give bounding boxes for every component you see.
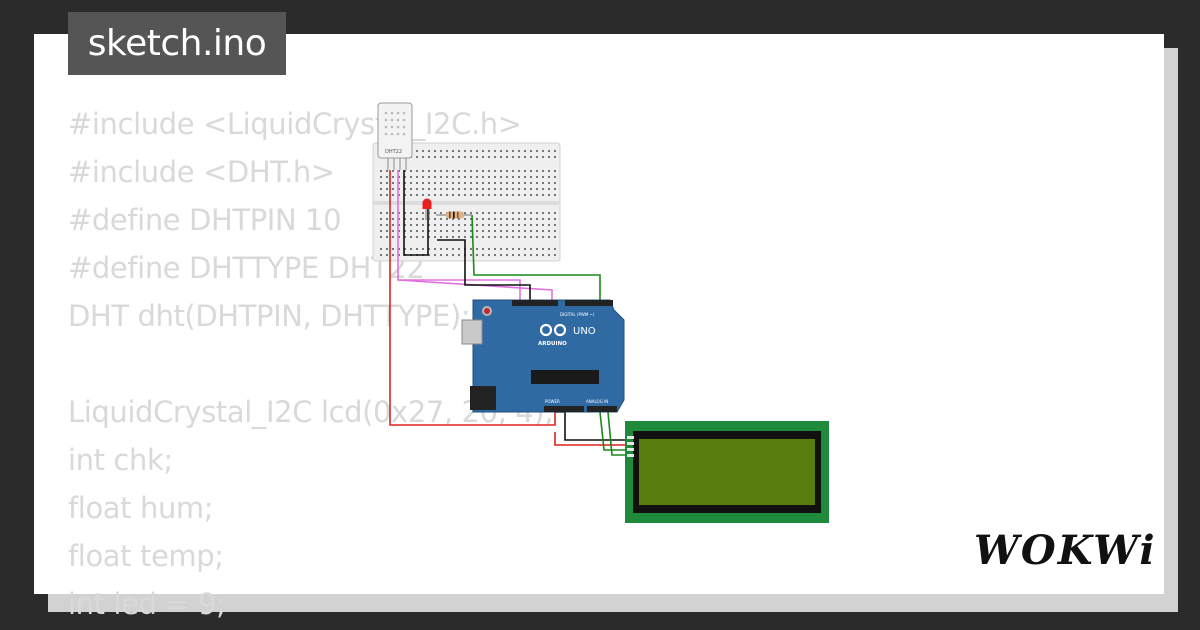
code-line: #define DHTTYPE DHT22 xyxy=(68,251,425,285)
code-line: float hum; xyxy=(68,491,214,525)
breadboard xyxy=(372,142,561,262)
power-jack xyxy=(470,386,496,410)
wires xyxy=(389,170,625,456)
code-line: DHT dht(DHTPIN, DHTTYPE); xyxy=(68,299,471,333)
code-line: #define DHTPIN 10 xyxy=(68,203,342,237)
board-brand: UNO xyxy=(573,326,596,337)
wire-black-gnd xyxy=(403,170,429,256)
wire-green xyxy=(471,214,601,300)
code-line: int led = 9; xyxy=(68,587,226,621)
file-title: sketch.ino xyxy=(68,12,286,75)
lcd-display xyxy=(625,421,829,523)
resistor xyxy=(436,211,472,219)
microcontroller-chip xyxy=(531,370,599,384)
sensor-label: DHT22 xyxy=(385,149,402,155)
wire-red-vcc xyxy=(389,170,556,426)
analog-label: ANALOG IN xyxy=(586,399,608,404)
board-label: ARDUINO xyxy=(538,341,567,347)
wire-red-lcd xyxy=(554,432,625,446)
code-listing: #include <LiquidCrystal_I2C.h> #include … xyxy=(68,100,554,628)
code-line: LiquidCrystal_I2C lcd(0x27, 20, 4); xyxy=(68,395,554,429)
wokwi-logo: WOKWi xyxy=(974,527,1157,574)
code-line: float temp; xyxy=(68,539,224,573)
code-line: #include <LiquidCrystal_I2C.h> xyxy=(68,107,522,141)
dht22-sensor: DHT22 xyxy=(377,102,413,170)
arduino-uno-board: UNO ARDUINO DIGITAL (PWM ~) POWER ANALOG… xyxy=(461,299,625,413)
code-line: #include <DHT.h> xyxy=(68,155,335,189)
power-label: POWER xyxy=(545,399,560,404)
digital-label: DIGITAL (PWM ~) xyxy=(560,312,595,317)
led-red xyxy=(422,198,432,220)
usb-port xyxy=(461,319,483,345)
code-line: int chk; xyxy=(68,443,173,477)
wire-pink-data xyxy=(397,170,521,300)
